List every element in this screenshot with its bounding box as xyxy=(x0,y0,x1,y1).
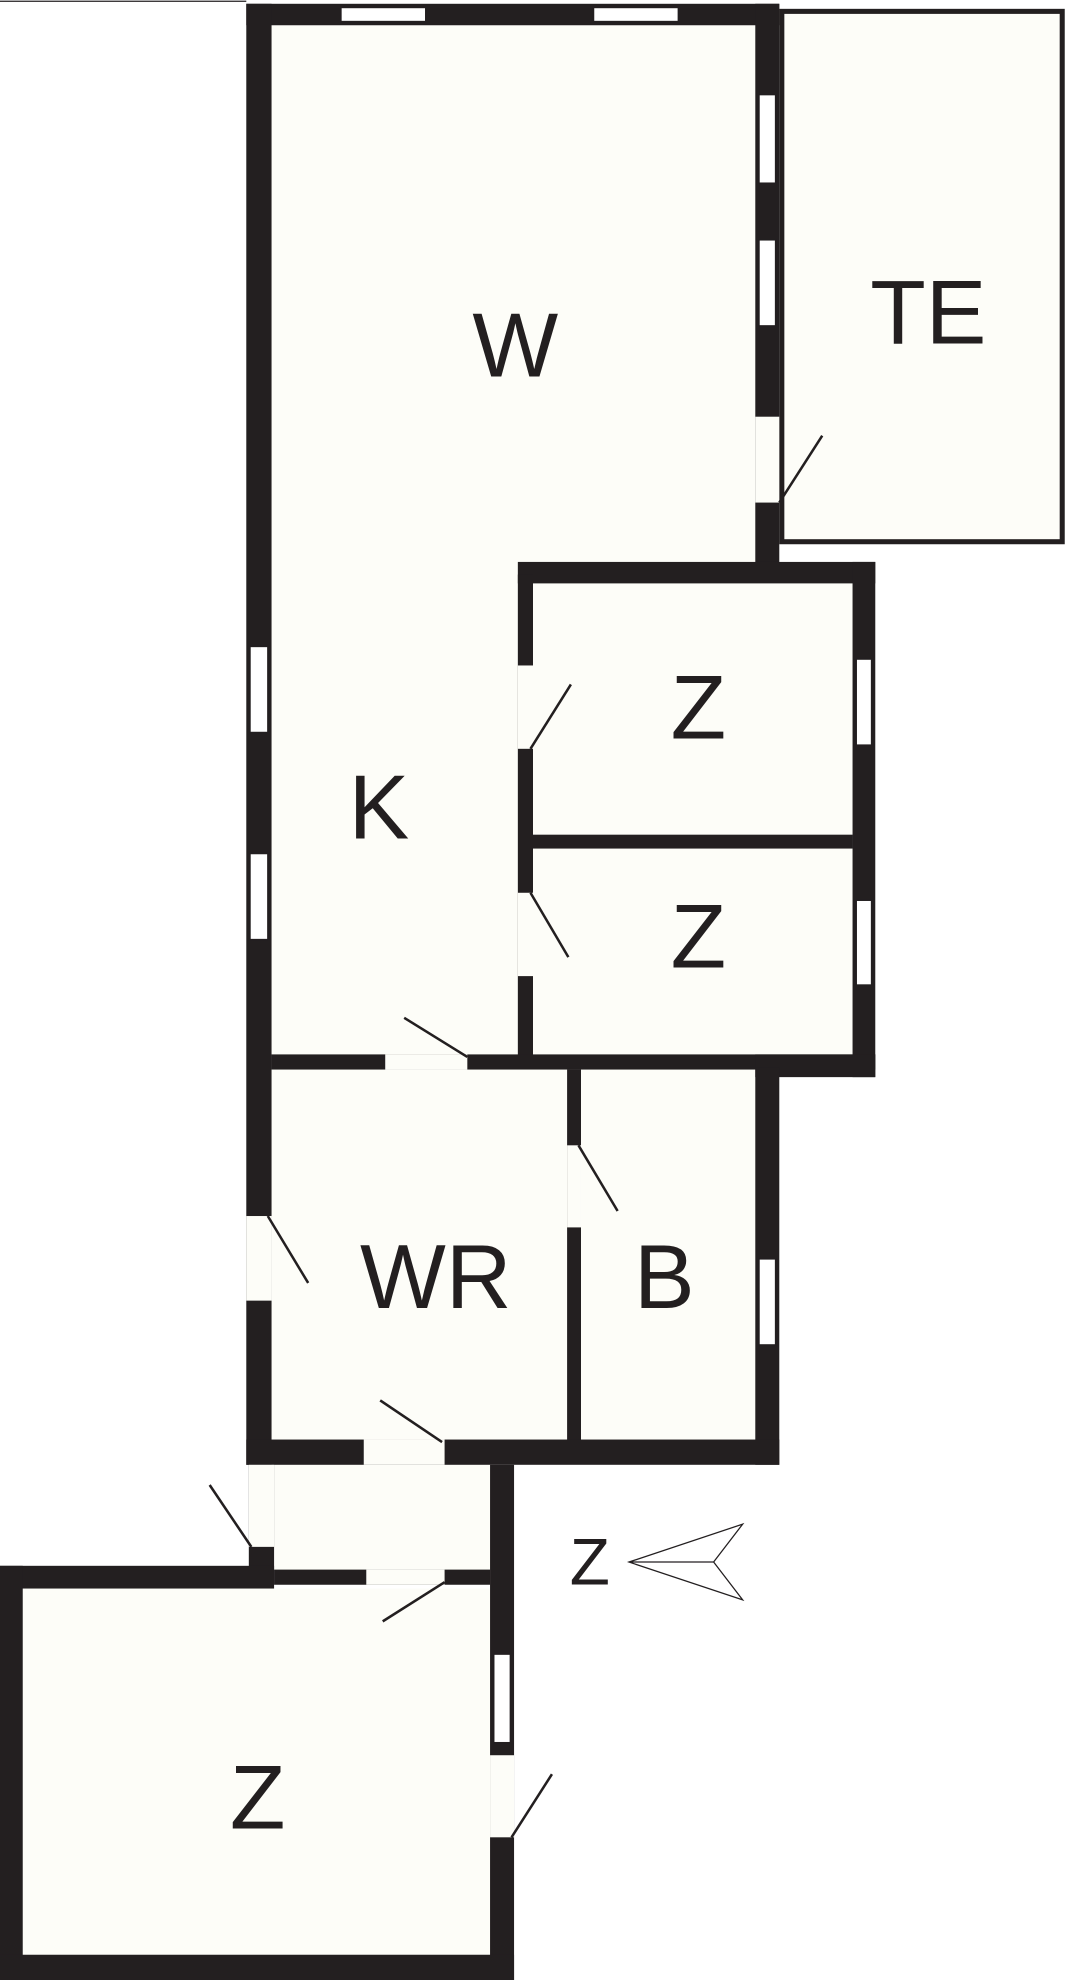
room-label-kitchen: K xyxy=(349,757,410,858)
room-label-bathroom: B xyxy=(634,1227,695,1328)
bedrooms-floor xyxy=(533,583,856,1064)
doors xyxy=(208,416,824,1838)
room-label-bedroom-3: Z xyxy=(230,1747,286,1848)
room-label-bedroom-1: Z xyxy=(671,658,727,759)
windows xyxy=(249,6,873,1744)
room-label-living: W xyxy=(472,295,558,396)
room-label-terrace: TE xyxy=(870,262,986,363)
terrace xyxy=(779,8,1065,545)
compass-label: Z xyxy=(570,1526,610,1599)
compass: Z xyxy=(570,1522,745,1602)
bedroom-3-floor xyxy=(22,1588,493,1958)
room-label-bedroom-2: Z xyxy=(671,886,727,987)
north-arrow-icon xyxy=(626,1522,745,1602)
room-label-hall: WR xyxy=(360,1227,511,1328)
vestibule-floor xyxy=(274,1464,492,1573)
